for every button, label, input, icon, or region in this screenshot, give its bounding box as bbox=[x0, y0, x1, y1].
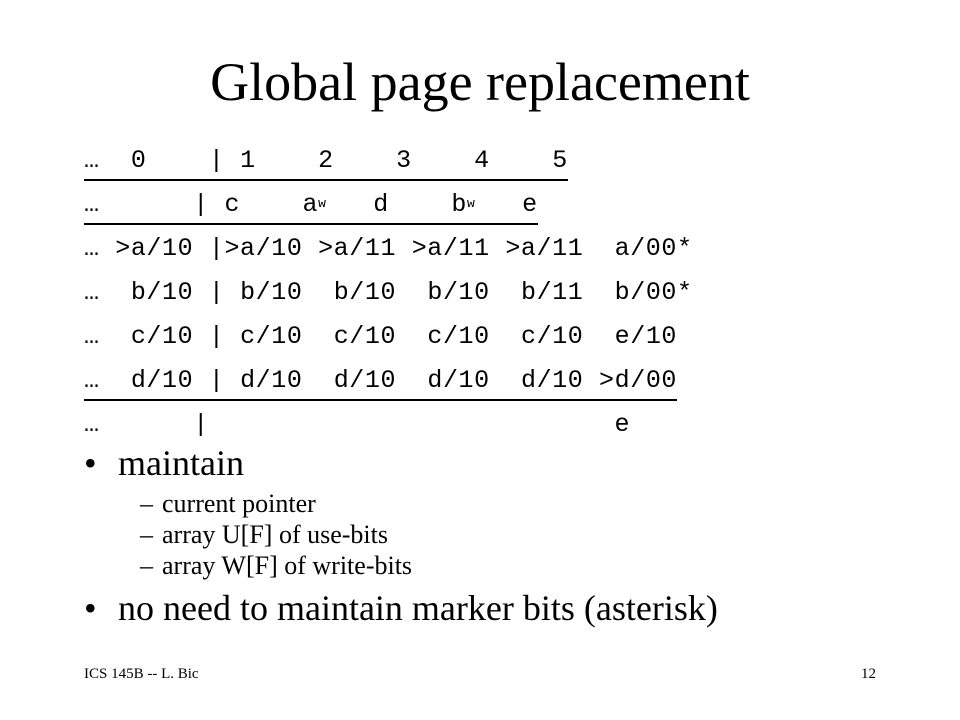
trace-cell: >a/10 bbox=[115, 234, 194, 263]
trace-cell: e/10 bbox=[614, 322, 678, 351]
bullet-list: •maintain –current pointer –array U[F] o… bbox=[84, 440, 718, 631]
sub-bullet-item: –current pointer bbox=[140, 488, 718, 519]
trace-cell: 2 bbox=[318, 146, 334, 175]
trace-row-frame-d: … d/10 | d/10 d/10 d/10 d/10 >d/00 bbox=[84, 362, 693, 406]
sub-bullet-item: –array W[F] of write-bits bbox=[140, 550, 718, 581]
trace-cell: b/10 bbox=[130, 278, 194, 307]
trace-cell: … bbox=[84, 234, 100, 263]
trace-cell: d/10 bbox=[427, 366, 490, 395]
sub-bullet-item: –array U[F] of use-bits bbox=[140, 519, 718, 550]
trace-cell: d/10 bbox=[130, 366, 194, 395]
trace-row-underline: … d/10 | d/10 d/10 d/10 d/10 >d/00 bbox=[84, 363, 678, 401]
slide-title: Global page replacement bbox=[210, 52, 750, 112]
trace-cell: … bbox=[84, 410, 100, 439]
trace-cell: … bbox=[84, 190, 100, 219]
trace-cell: d/10 bbox=[520, 366, 584, 395]
trace-cell: >a/11 bbox=[411, 234, 490, 263]
trace-cell: d/10 bbox=[333, 366, 397, 395]
trace-row-frame-b: … b/10 | b/10 b/10 b/10 b/11 b/00* bbox=[84, 274, 693, 318]
trace-row-underline: … | c aw d bw e bbox=[84, 187, 538, 225]
trace-cell-b: b bbox=[451, 190, 467, 219]
trace-cell-a: a bbox=[302, 190, 319, 219]
trace-row-time: … 0 | 1 2 3 4 5 bbox=[84, 142, 693, 186]
trace-cell: c/10 bbox=[520, 322, 584, 351]
trace-row-frame-c: … c/10 | c/10 c/10 c/10 c/10 e/10 bbox=[84, 318, 693, 362]
trace-cell: 0 bbox=[130, 146, 147, 175]
footer-page-number: 12 bbox=[861, 666, 876, 682]
trace-cell: … bbox=[84, 278, 100, 307]
bullet-item: • maintain bbox=[84, 440, 718, 486]
trace-cell: >a/11 bbox=[318, 234, 397, 263]
trace-cell: c/10 bbox=[130, 322, 194, 351]
trace-cell: b/10 bbox=[427, 278, 490, 307]
trace-cell: … bbox=[84, 322, 100, 351]
sub-bullet-text: array U[F] of use-bits bbox=[162, 520, 388, 549]
trace-cell: b/00* bbox=[614, 278, 693, 307]
trace-cell: a/00* bbox=[614, 234, 693, 263]
trace-cell: >a/11 bbox=[505, 234, 584, 263]
footer-author: ICS 145B -- L. Bic bbox=[84, 666, 199, 682]
trace-cell: d bbox=[373, 190, 389, 219]
trace-row-frame-a: … >a/10 |>a/10 >a/11 >a/11 >a/11 a/00* bbox=[84, 230, 693, 274]
sub-bullet-list: –current pointer –array U[F] of use-bits… bbox=[140, 488, 718, 581]
trace-cell: | c bbox=[193, 190, 241, 219]
trace-cell: |>a/10 bbox=[208, 234, 303, 263]
sub-bullet-dash: – bbox=[140, 489, 153, 518]
trace-row-underline: … 0 | 1 2 3 4 5 bbox=[84, 143, 568, 181]
trace-cell: 5 bbox=[552, 146, 568, 175]
trace-cell: 3 bbox=[396, 146, 412, 175]
trace-cell: 4 bbox=[474, 146, 490, 175]
trace-cell: | 1 bbox=[208, 146, 256, 175]
bullet-text: no need to maintain marker bits (asteris… bbox=[118, 588, 718, 628]
write-superscript: w bbox=[318, 196, 327, 211]
trace-row-replaced: … | e bbox=[84, 406, 693, 450]
trace-cell: c/10 bbox=[427, 322, 490, 351]
sub-bullet-text: current pointer bbox=[162, 489, 316, 518]
trace-row-references: … | c aw d bw e bbox=[84, 186, 693, 230]
sub-bullet-dash: – bbox=[140, 520, 153, 549]
trace-cell: … bbox=[84, 366, 100, 395]
bullet-item: • no need to maintain marker bits (asteri… bbox=[84, 585, 718, 631]
trace-cell: e bbox=[614, 410, 631, 439]
trace-cell: b/11 bbox=[520, 278, 584, 307]
page-trace-table: … 0 | 1 2 3 4 5 … | c aw d bw e … >a/10 … bbox=[84, 142, 693, 450]
write-superscript: w bbox=[466, 196, 476, 211]
trace-cell: b/10 bbox=[333, 278, 397, 307]
sub-bullet-text: array W[F] of write-bits bbox=[162, 551, 413, 580]
bullet-dot: • bbox=[84, 443, 97, 483]
trace-cell: >d/00 bbox=[599, 366, 678, 395]
bullet-text: maintain bbox=[118, 443, 244, 483]
trace-cell: c/10 bbox=[333, 322, 397, 351]
trace-cell: | bbox=[193, 410, 209, 439]
trace-cell: … bbox=[84, 146, 100, 175]
trace-cell: | b/10 bbox=[208, 278, 303, 307]
trace-cell: | d/10 bbox=[208, 366, 303, 395]
bullet-dot: • bbox=[84, 588, 97, 628]
sub-bullet-dash: – bbox=[140, 551, 153, 580]
trace-cell: e bbox=[522, 190, 538, 219]
trace-cell: | c/10 bbox=[208, 322, 303, 351]
